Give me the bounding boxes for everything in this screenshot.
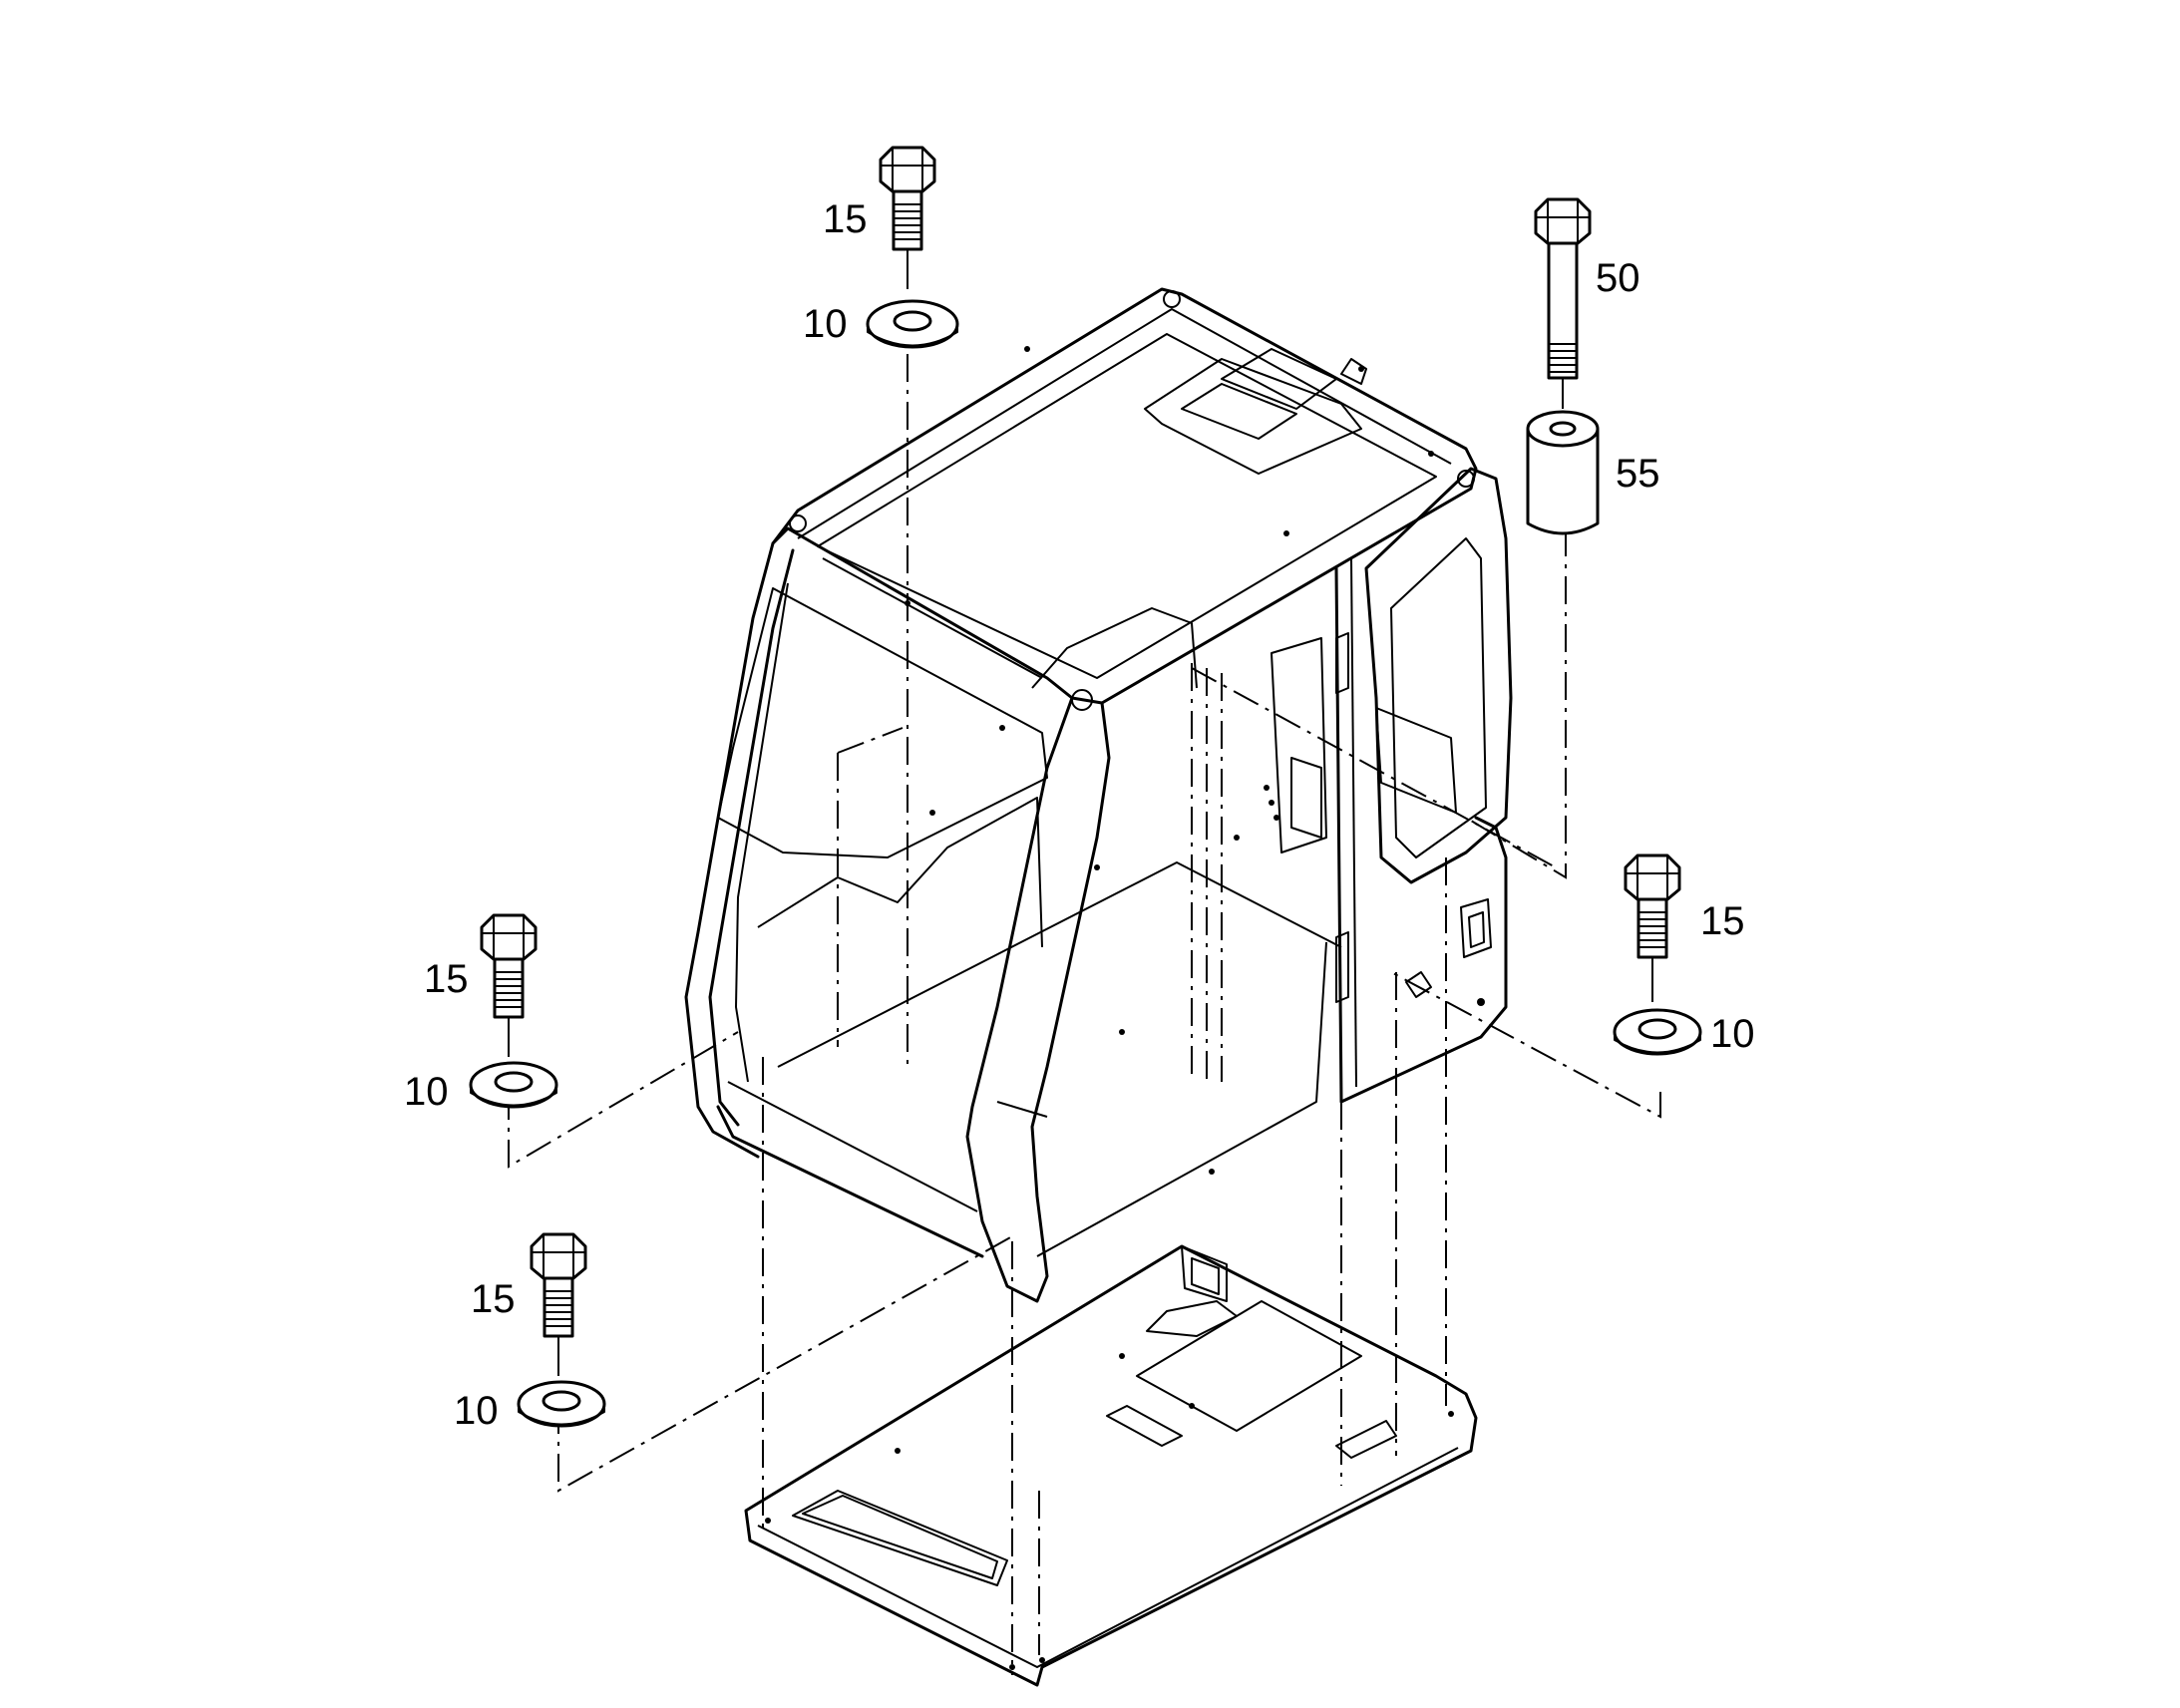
callout-washer-top-center: 10 <box>803 302 848 346</box>
callout-bolt-top-center: 15 <box>823 197 868 241</box>
cab-floor-plate <box>744 1244 1478 1687</box>
bolt-left <box>480 913 538 1057</box>
callout-washer-left: 10 <box>404 1070 449 1114</box>
callout-washer-right: 10 <box>1710 1012 1755 1056</box>
washer-right <box>1613 1008 1702 1056</box>
callout-bolt-right: 15 <box>1700 899 1745 943</box>
callout-bolt-long-right: 50 <box>1596 256 1640 300</box>
callout-bolt-bottom-left: 15 <box>471 1277 516 1321</box>
callout-washer-bottom-left: 10 <box>454 1389 499 1433</box>
bolt-bottom-left <box>530 1232 587 1376</box>
bolt-top-center <box>879 146 936 289</box>
assembly-leader-lines <box>508 354 1661 1675</box>
operator-cab <box>684 287 1513 1303</box>
washer-bottom-left <box>517 1380 606 1428</box>
callout-bolt-left: 15 <box>424 957 469 1001</box>
bolt-long-right <box>1534 197 1592 409</box>
washer-left <box>469 1061 558 1109</box>
callout-spacer-right: 55 <box>1616 452 1660 496</box>
washer-top-center <box>866 299 959 349</box>
callout-labels: 15 10 50 55 15 10 15 10 15 10 <box>404 197 1755 1433</box>
spacer-right <box>1526 410 1600 535</box>
bolt-right <box>1624 854 1681 1002</box>
